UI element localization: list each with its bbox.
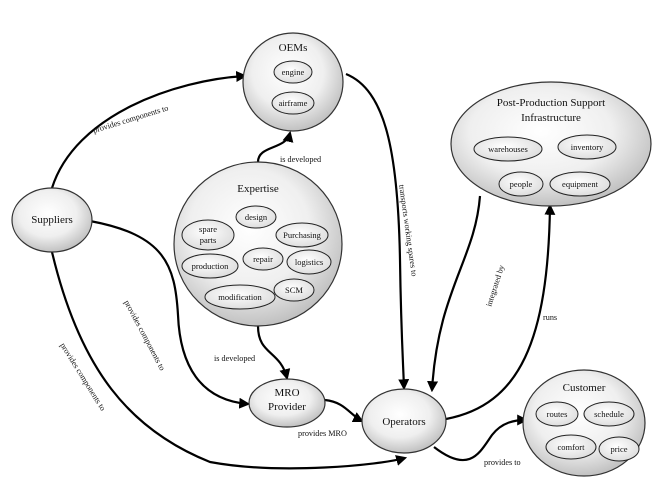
node-operators: Operators <box>361 388 447 454</box>
child-label: Purchasing <box>283 230 322 240</box>
edge-label-mro-operators: provides MRO <box>298 429 347 438</box>
edges <box>50 71 556 470</box>
edge-label-expertise-mro: is developed <box>214 354 255 363</box>
edge-operators-post-production <box>445 203 556 421</box>
child-label: repair <box>253 254 273 264</box>
suppliers-title: Suppliers <box>31 214 73 226</box>
edge-label-expertise-oems: is developed <box>280 155 321 164</box>
expertise-child-purchasing: Purchasing <box>275 222 329 248</box>
child-label: modification <box>218 292 262 302</box>
node-post-production: Post-Production Support Infrastructure w… <box>450 81 652 207</box>
expertise-title: Expertise <box>237 183 279 195</box>
node-customer: Customer routes schedule comfort price <box>522 369 646 477</box>
child-label: logistics <box>295 257 323 267</box>
mro-title-line-2: Provider <box>268 401 306 413</box>
edge-operators-customer <box>433 414 529 462</box>
expertise-child-modification: modification <box>204 284 276 310</box>
node-expertise: Expertise design spare Purchasing produc… <box>173 161 343 327</box>
expertise-child-logistics: logistics <box>286 249 332 275</box>
expertise-child-production: production <box>181 253 239 279</box>
child-label: engine <box>282 67 305 77</box>
child-label: airframe <box>279 98 308 108</box>
customer-child-schedule: schedule <box>583 401 635 427</box>
oems-child-airframe: airframe <box>271 91 315 115</box>
edge-suppliers-operators <box>50 251 408 470</box>
node-mro-provider: MRO Provider <box>248 378 326 428</box>
child-label: SCM <box>285 285 303 295</box>
customer-child-price: price <box>598 436 640 462</box>
child-label: production <box>192 261 230 271</box>
edge-label-operators-post-production: runs <box>543 313 557 322</box>
expertise-child-design: design <box>235 205 277 229</box>
oems-title: OEMs <box>279 42 308 54</box>
oems-child-engine: engine <box>273 60 313 84</box>
post-production-title-line-2: Infrastructure <box>521 112 581 124</box>
operators-title: Operators <box>382 416 425 428</box>
post-production-title-line-1: Post-Production Support <box>497 97 605 109</box>
customer-child-comfort: comfort <box>545 434 597 460</box>
child-label: warehouses <box>488 144 528 154</box>
customer-title: Customer <box>563 382 606 394</box>
edge-post-production-operators <box>427 195 482 393</box>
edge-label-suppliers-mro: provides components to <box>122 299 167 372</box>
post-production-child-warehouses: warehouses <box>473 136 543 162</box>
edge-suppliers-mro <box>89 219 251 409</box>
node-oems: OEMs engine airframe <box>242 32 344 132</box>
post-production-child-people: people <box>498 171 544 197</box>
child-label: people <box>510 179 533 189</box>
edge-mro-operators <box>324 398 364 422</box>
customer-child-routes: routes <box>535 401 579 427</box>
edge-label-operators-customer: provides to <box>484 458 521 467</box>
edge-oems-operators <box>345 72 410 391</box>
expertise-child-repair: repair <box>242 247 284 271</box>
child-label: inventory <box>571 142 604 152</box>
child-label: equipment <box>562 179 599 189</box>
post-production-child-inventory: inventory <box>557 134 617 160</box>
child-label: spare <box>199 224 217 234</box>
expertise-child-spare-parts: spare <box>181 219 235 251</box>
edge-label-suppliers-operators: provides components to <box>58 341 107 412</box>
post-production-child-equipment: equipment <box>549 171 611 197</box>
expertise-child-scm: SCM <box>273 278 315 302</box>
child-label: routes <box>547 409 568 419</box>
edge-label-suppliers-oems: provides components to <box>92 103 169 134</box>
edge-label-post-production-operators: integrated by <box>484 263 506 308</box>
edge-expertise-mro <box>256 325 291 381</box>
child-label: design <box>245 212 268 222</box>
edge-suppliers-oems <box>50 71 248 189</box>
edge-expertise-oems <box>256 130 294 163</box>
node-suppliers: Suppliers <box>11 187 93 253</box>
child-label: schedule <box>594 409 624 419</box>
child-label: price <box>611 444 628 454</box>
mro-title-line-1: MRO <box>274 387 299 399</box>
spare-parts-line-2: parts <box>200 235 217 245</box>
child-label: comfort <box>558 442 586 452</box>
